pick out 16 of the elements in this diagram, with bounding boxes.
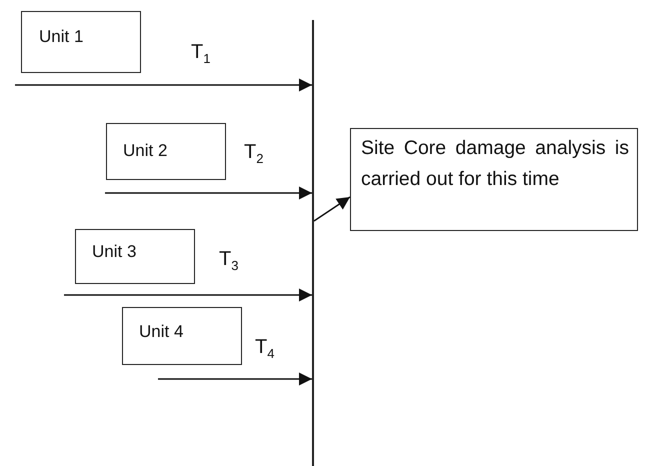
note-text: Site Core damage analysis is carried out for this time (360, 136, 630, 192)
arrow (314, 196, 350, 222)
timeline-bar (312, 20, 314, 466)
arrow (15, 78, 312, 92)
unit-box (122, 307, 242, 365)
unit-label: Unit 2 (123, 141, 168, 161)
arrow (105, 186, 312, 200)
unit-box (106, 123, 226, 180)
note-box (350, 128, 638, 231)
unit-label: Unit 1 (39, 27, 84, 47)
arrow (64, 288, 312, 302)
unit-label: Unit 3 (92, 242, 136, 262)
arrow (158, 372, 312, 386)
unit-box (75, 229, 195, 284)
unit-box (21, 11, 141, 73)
unit-label: Unit 4 (139, 322, 184, 342)
